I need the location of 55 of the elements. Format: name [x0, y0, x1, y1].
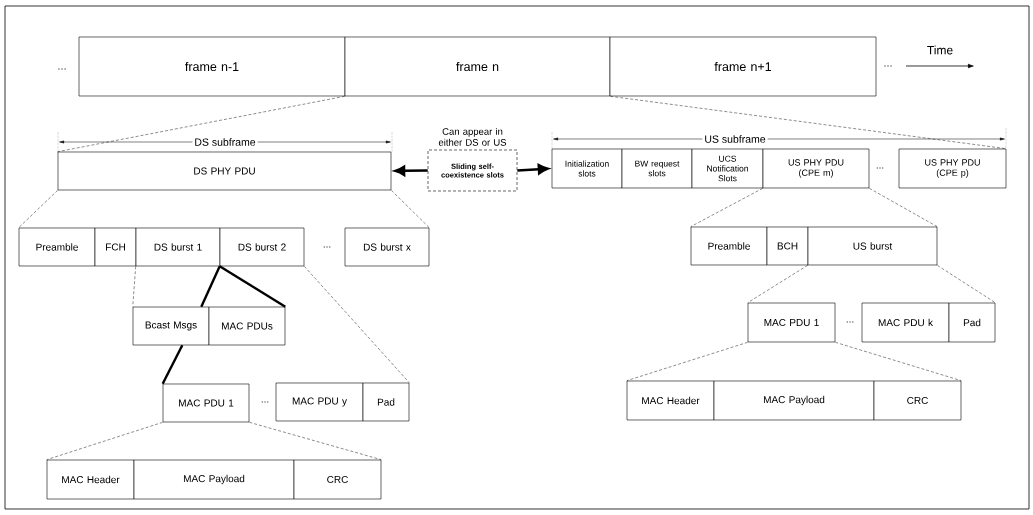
burst-box: DS burst 2 [219, 227, 305, 267]
slot-box: Initialization slots [551, 148, 623, 189]
field-box: Pad [948, 302, 996, 343]
field-box: BCH [766, 226, 809, 266]
expansion-line [57, 96, 345, 152]
dimension-label: DS subframe [192, 136, 258, 148]
expansion-line [200, 265, 221, 308]
expansion-line [249, 422, 382, 460]
expansion-line [610, 96, 1007, 149]
pdu-box: US PHY PDU (CPE m) [762, 148, 870, 189]
field-box: MAC PDUs [208, 306, 286, 346]
expansion-line [937, 265, 996, 303]
pdu-box: MAC PDU 1 [747, 302, 836, 343]
expansion-line [626, 342, 748, 381]
note-text: Can appear in either DS or US [438, 127, 507, 146]
field-box: MAC Header [626, 380, 715, 421]
pdu-box: US PHY PDU (CPE p) [898, 148, 1007, 189]
ellipsis: ... [846, 321, 854, 323]
ellipsis: ... [261, 401, 269, 403]
field-box: CRC [293, 459, 382, 500]
frame-box: frame n [344, 36, 611, 97]
ellipsis: ... [58, 68, 66, 70]
expansion-line [690, 188, 763, 227]
field-box: Preamble [690, 226, 768, 266]
expansion-line [747, 265, 808, 303]
field-box: MAC Payload [133, 459, 295, 500]
pdu-box: MAC PDU k [861, 302, 950, 343]
expansion-line [869, 188, 938, 227]
frame-box: frame n-1 [78, 36, 346, 97]
field-box: MAC Header [46, 459, 135, 500]
slot-box: BW request slots [621, 148, 693, 189]
pdu-box: DS PHY PDU [57, 151, 392, 191]
arrow [394, 165, 428, 177]
expansion-line [304, 266, 410, 383]
field-box: CRC [873, 380, 962, 421]
field-box: Bcast Msgs [132, 306, 210, 346]
expansion-line [161, 344, 184, 385]
axis-label: Time [927, 45, 953, 55]
field-box: Pad [362, 382, 410, 422]
pdu-box: MAC PDU y [275, 382, 364, 422]
expansion-line [132, 266, 136, 307]
frame-box: frame n+1 [609, 36, 877, 97]
expansion-line [46, 422, 163, 460]
ellipsis: ... [323, 246, 331, 248]
expansion-line [835, 342, 962, 381]
pdu-box: MAC PDU 1 [162, 383, 250, 423]
expansion-line [219, 265, 286, 308]
slot-box: UCS Notification Slots [691, 148, 764, 189]
expansion-line [391, 190, 430, 228]
field-box: Preamble [18, 227, 96, 267]
field-box: MAC Payload [713, 380, 875, 421]
ellipsis: ... [876, 167, 884, 169]
field-box: FCH [94, 227, 137, 267]
burst-box: DS burst x [344, 227, 430, 267]
dimension-label: US subframe [702, 133, 768, 145]
